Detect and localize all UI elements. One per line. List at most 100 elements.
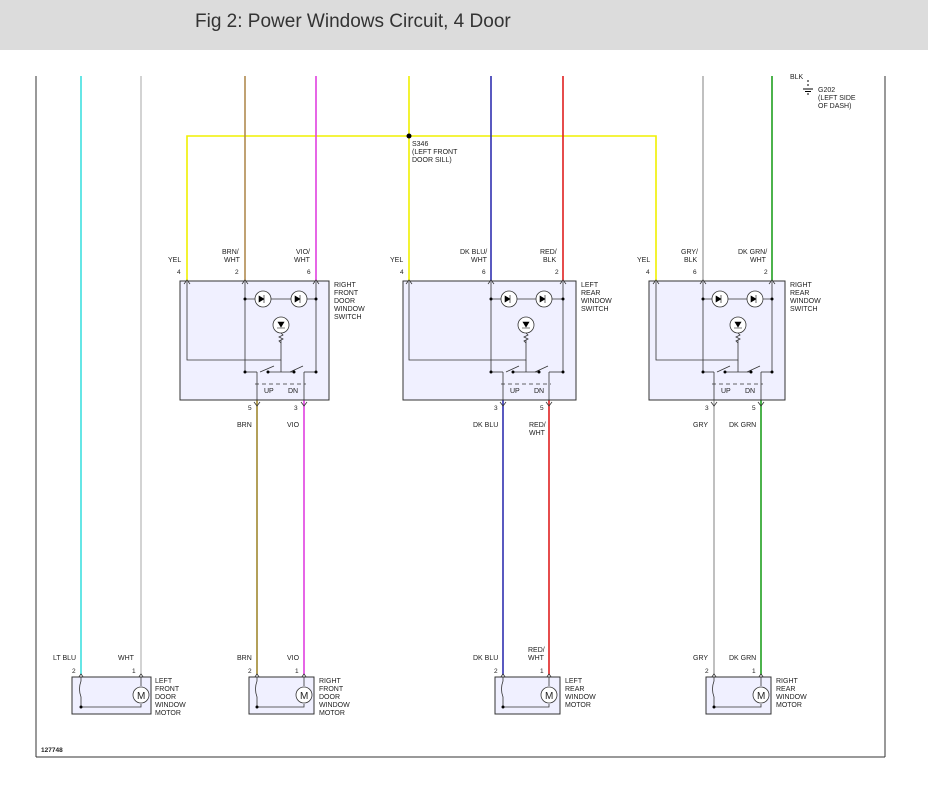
motor-name-line: MOTOR: [319, 710, 345, 717]
pin-number: 3: [705, 405, 709, 412]
motor-name-line: FRONT: [319, 686, 344, 693]
pin-color-label: YEL: [637, 257, 650, 264]
figure-id: 127748: [41, 747, 63, 754]
motor-name-line: MOTOR: [155, 710, 181, 717]
pin-number: 5: [248, 405, 252, 412]
pin-number: 2: [555, 269, 559, 276]
switch-name-line: WINDOW: [334, 306, 365, 313]
wires: [80, 76, 773, 675]
pin-number: 6: [307, 269, 311, 276]
switch-name-line: RIGHT: [334, 282, 357, 289]
pin-color-label: BRN: [237, 422, 252, 429]
pin-number: 2: [705, 668, 709, 675]
pin-number: 1: [132, 668, 136, 675]
wire-yel-bus: [186, 135, 657, 282]
wire-color-label: VIO: [287, 655, 300, 662]
motor-right-rear: GRY DK GRN 2 1 M RIGHT REAR WINDOW MOTOR: [693, 655, 807, 715]
switch-right-rear: YEL 4 GRY/ BLK 6 DK GRN/ WHT 2 U: [637, 249, 821, 429]
motor-name-line: LEFT: [565, 678, 583, 685]
motor-name-line: LEFT: [155, 678, 173, 685]
switch-name-line: SWITCH: [581, 306, 609, 313]
pin-color-label: VIO: [287, 422, 300, 429]
pin-number: 4: [177, 269, 181, 276]
motor-name-line: WINDOW: [319, 702, 350, 709]
motor-name-line: DOOR: [319, 694, 340, 701]
motor-left-rear: DK BLU RED/ WHT 2 1 M LEFT REAR WINDOW M…: [473, 647, 596, 715]
motor-symbol: M: [545, 691, 553, 702]
up-label: UP: [264, 388, 274, 395]
motor-name-line: WINDOW: [776, 694, 807, 701]
pin-number: 2: [248, 668, 252, 675]
switch-name-line: REAR: [790, 290, 809, 297]
wire-color-label: WHT: [118, 655, 135, 662]
pin-number: 5: [540, 405, 544, 412]
wire-color-label: WHT: [528, 655, 545, 662]
pin-number: 2: [494, 668, 498, 675]
motor-symbol: M: [300, 691, 308, 702]
wire-color-label: DK BLU: [473, 655, 498, 662]
pin-number: 4: [646, 269, 650, 276]
pin-number: 2: [235, 269, 239, 276]
wire-color-label: GRY: [693, 655, 708, 662]
switch-name-line: WINDOW: [581, 298, 612, 305]
switch-name-line: RIGHT: [790, 282, 813, 289]
motor-name-line: REAR: [776, 686, 795, 693]
switch-name-line: SWITCH: [334, 314, 362, 321]
ground-line1: (LEFT SIDE: [818, 95, 856, 102]
ground-wire-color: BLK: [790, 74, 804, 81]
pin-color-label: DK BLU: [473, 422, 498, 429]
wire-color-label: DK GRN: [729, 655, 756, 662]
pin-number: 6: [693, 269, 697, 276]
motor-symbol: M: [137, 691, 145, 702]
splice-s346: S346 (LEFT FRONT DOOR SILL): [406, 133, 458, 164]
pin-color-label: DK GRN/: [738, 249, 767, 256]
motor-right-front: BRN VIO 2 1 M RIGHT FRONT DOOR WINDOW MO…: [237, 655, 350, 717]
pin-number: 4: [400, 269, 404, 276]
ground-line2: OF DASH): [818, 103, 851, 110]
dn-label: DN: [288, 388, 298, 395]
switch-name-line: REAR: [581, 290, 600, 297]
motor-name-line: REAR: [565, 686, 584, 693]
pin-color-label: YEL: [168, 257, 181, 264]
switch-name-line: FRONT: [334, 290, 359, 297]
pin-number: 3: [494, 405, 498, 412]
motor-left-front: LT BLU WHT 2 1 M LEFT FRONT DOOR WINDOW …: [53, 655, 186, 717]
motor-symbol: M: [757, 691, 765, 702]
motor-name-line: RIGHT: [319, 678, 342, 685]
pin-number: 5: [752, 405, 756, 412]
switch-left-rear: YEL 4 DK BLU/ WHT 6 RED/ BLK 2 U: [390, 249, 612, 437]
pin-color-label: WHT: [750, 257, 767, 264]
pin-number: 1: [752, 668, 756, 675]
dn-label: DN: [745, 388, 755, 395]
pin-color-label: WHT: [224, 257, 241, 264]
motor-name-line: MOTOR: [565, 702, 591, 709]
pin-color-label: RED/: [529, 422, 546, 429]
pin-number: 2: [764, 269, 768, 276]
pin-color-label: BLK: [543, 257, 557, 264]
motor-name-line: FRONT: [155, 686, 180, 693]
up-label: UP: [510, 388, 520, 395]
pin-color-label: WHT: [529, 430, 546, 437]
pin-color-label: BRN/: [222, 249, 239, 256]
wire-color-label: LT BLU: [53, 655, 76, 662]
wire-color-label: BRN: [237, 655, 252, 662]
figure-header: Fig 2: Power Windows Circuit, 4 Door: [0, 0, 928, 50]
motor-name-line: WINDOW: [565, 694, 596, 701]
pin-number: 1: [295, 668, 299, 675]
pin-color-label: GRY/: [681, 249, 698, 256]
pin-color-label: RED/: [540, 249, 557, 256]
pin-color-label: VIO/: [296, 249, 310, 256]
pin-color-label: WHT: [471, 257, 488, 264]
motor-name-line: MOTOR: [776, 702, 802, 709]
pin-number: 1: [540, 668, 544, 675]
pin-number: 6: [482, 269, 486, 276]
pin-number: 3: [294, 405, 298, 412]
pin-color-label: DK GRN: [729, 422, 756, 429]
dn-label: DN: [534, 388, 544, 395]
wire-color-label: RED/: [528, 647, 545, 654]
ground-id: G202: [818, 87, 835, 94]
splice-line2: DOOR SILL): [412, 157, 452, 164]
switch-name-line: SWITCH: [790, 306, 818, 313]
pin-color-label: GRY: [693, 422, 708, 429]
